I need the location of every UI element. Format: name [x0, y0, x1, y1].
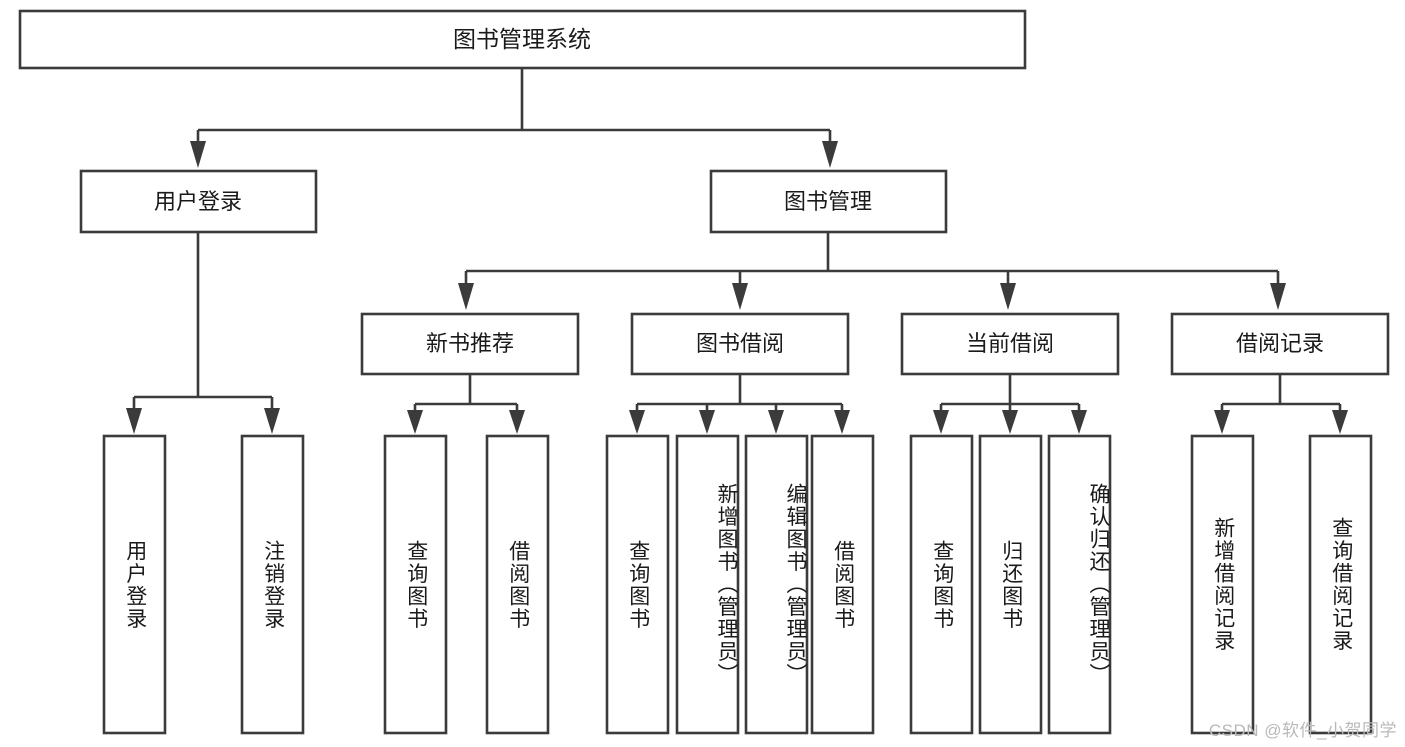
level3-label-1: 图书借阅: [696, 331, 784, 356]
arrow-head-icon: [126, 408, 142, 434]
level2-box-0[interactable]: [79, 169, 318, 234]
arrow-head-icon: [1214, 410, 1230, 434]
node-new-book-recommend[interactable]: 新书推荐: [360, 312, 580, 376]
leaf-box-borrow-record-1[interactable]: [1308, 434, 1373, 735]
leaf-box-current-borrow-0[interactable]: [909, 434, 974, 735]
node-current-borrow[interactable]: 当前借阅: [900, 312, 1120, 376]
connector-bookmgmt-to-level3: [458, 232, 1286, 310]
arrow-head-icon: [264, 408, 280, 434]
leaf-box-user-login-0[interactable]: [102, 434, 167, 735]
level3-label-2: 当前借阅: [966, 331, 1054, 356]
leaf-box-book-borrow-0[interactable]: [605, 434, 670, 735]
arrow-head-icon: [190, 141, 206, 168]
connector-userlogin-to-leaves: [126, 232, 280, 434]
level3-label-0: 新书推荐: [426, 331, 514, 356]
node-borrow-record[interactable]: 借阅记录: [1170, 312, 1390, 376]
connector-borrowrecord-to-leaves: [1214, 374, 1348, 434]
arrow-head-icon: [407, 410, 423, 434]
arrow-head-icon: [1071, 410, 1087, 434]
node-user-login[interactable]: 用户登录: [79, 169, 318, 234]
node-book-management[interactable]: 图书管理: [709, 169, 948, 234]
node-book-borrow[interactable]: 图书借阅: [630, 312, 850, 376]
leaf-box-user-login-1[interactable]: [240, 434, 305, 735]
level2-label-0: 用户登录: [154, 189, 242, 214]
level3-label-3: 借阅记录: [1236, 331, 1324, 356]
arrow-head-icon: [1000, 283, 1016, 310]
leaf-box-book-borrow-3[interactable]: [810, 434, 875, 735]
arrow-head-icon: [458, 283, 474, 310]
leaf-box-borrow-record-0[interactable]: [1190, 434, 1255, 735]
root-label: 图书管理系统: [453, 26, 591, 52]
arrow-head-icon: [768, 410, 784, 434]
leaf-box-book-borrow-2[interactable]: [744, 434, 809, 735]
level3-box-0[interactable]: [360, 312, 580, 376]
arrow-head-icon: [732, 283, 748, 310]
connector-currentborrow-to-leaves: [933, 374, 1087, 434]
leaf-box-new-book-0[interactable]: [383, 434, 448, 735]
root-box[interactable]: [18, 9, 1027, 70]
leaf-box-new-book-1[interactable]: [485, 434, 550, 735]
arrow-head-icon: [509, 410, 525, 434]
node-root[interactable]: 图书管理系统: [18, 9, 1027, 70]
leaf-box-book-borrow-1[interactable]: [675, 434, 740, 735]
arrow-head-icon: [1270, 283, 1286, 310]
level2-label-1: 图书管理: [784, 189, 872, 214]
leaf-box-current-borrow-2[interactable]: [1047, 434, 1112, 735]
leaf-box-current-borrow-1[interactable]: [978, 434, 1043, 735]
arrow-head-icon: [1332, 410, 1348, 434]
connector-newbook-to-leaves: [407, 374, 525, 434]
arrow-head-icon: [933, 410, 949, 434]
arrow-head-icon: [822, 141, 838, 168]
arrow-head-icon: [1002, 410, 1018, 434]
arrow-head-icon: [629, 410, 645, 434]
connector-root-to-level2: [190, 68, 838, 168]
level3-box-2[interactable]: [900, 312, 1120, 376]
arrow-head-icon: [834, 410, 850, 434]
connector-bookborrow-to-leaves: [629, 374, 850, 434]
watermark-text: CSDN @软件_小贺同学: [1208, 721, 1397, 740]
arrow-head-icon: [699, 410, 715, 434]
